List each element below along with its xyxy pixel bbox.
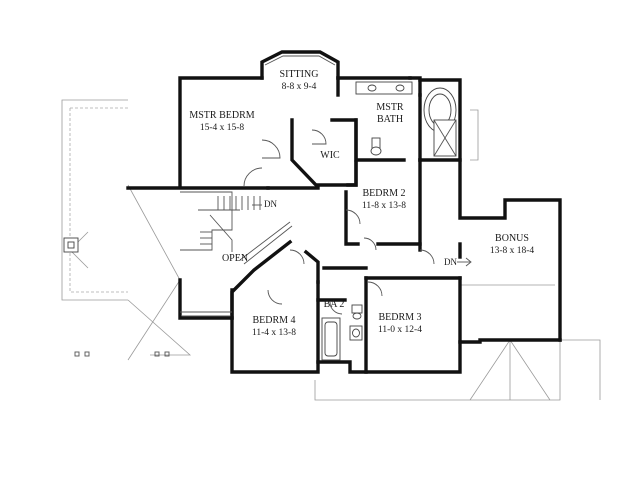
bonus-stair-down-label: DN xyxy=(444,257,457,267)
bedroom-2-size: 11-8 x 13-8 xyxy=(362,201,406,211)
master-bath-label-line1: MSTR xyxy=(376,102,404,113)
open-label: OPEN xyxy=(222,253,248,264)
bedroom-2-label: BEDRM 2 xyxy=(362,188,405,199)
master-bedroom-label: MSTR BEDRM xyxy=(189,110,254,121)
door-swings xyxy=(243,129,435,315)
chimney xyxy=(63,237,79,253)
wic-label: WIC xyxy=(320,150,340,161)
bedroom-3-label: BEDRM 3 xyxy=(378,312,421,323)
roof-vents xyxy=(74,351,170,357)
sitting-bay-windows xyxy=(264,55,336,66)
walls xyxy=(126,50,562,374)
room-labels: SITTING 8-8 x 9-4 MSTR BEDRM 15-4 x 15-8… xyxy=(189,69,534,338)
bedroom-4-label: BEDRM 4 xyxy=(252,315,295,326)
bedroom-4-size: 11-4 x 13-8 xyxy=(252,328,296,338)
master-bedroom-size: 15-4 x 15-8 xyxy=(200,123,245,133)
bedroom-3-size: 11-0 x 12-4 xyxy=(378,325,422,335)
bonus-size: 13-8 x 18-4 xyxy=(490,246,535,256)
railings xyxy=(180,221,293,317)
master-bath-label-line2: BATH xyxy=(377,114,403,125)
stair xyxy=(180,191,262,252)
sitting-size: 8-8 x 9-4 xyxy=(282,82,317,92)
bath-2-label: BA 2 xyxy=(324,299,345,310)
bonus-stair-arrow-icon xyxy=(457,257,472,267)
sitting-label: SITTING xyxy=(280,69,319,80)
stair-down-label: DN xyxy=(264,199,277,209)
bath-fixtures xyxy=(321,81,457,361)
bonus-label: BONUS xyxy=(495,233,529,244)
